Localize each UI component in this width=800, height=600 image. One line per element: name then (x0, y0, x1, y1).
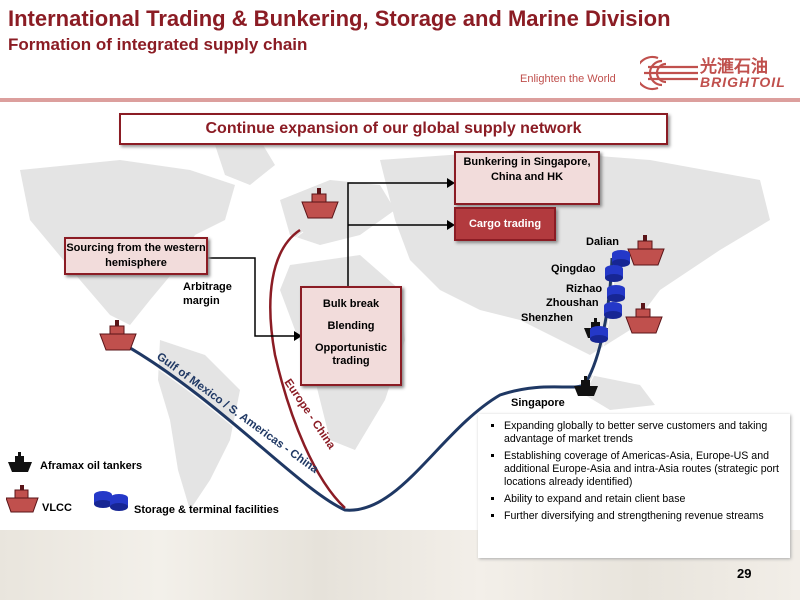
storage-icon-rizhao (607, 285, 625, 302)
sourcing-label: Sourcing from the western hemisphere (66, 242, 206, 269)
port-label-zhoushan: Zhoushan (546, 297, 599, 309)
brightoil-logo: 光滙石油 BRIGHTOIL (635, 52, 790, 92)
cargo-trading-label: Cargo trading (468, 218, 542, 230)
vlcc-ship-icon-europe (301, 188, 339, 219)
bullet-item: Expanding globally to better serve custo… (504, 420, 790, 446)
bullet-item: Ability to expand and retain client base (504, 493, 790, 506)
storage-icon-qingdao (605, 265, 623, 282)
port-label-dalian: Dalian (586, 236, 620, 248)
port-label-rizhao: Rizhao (566, 283, 603, 295)
vlcc-ship-icon-dalian (627, 235, 665, 266)
header-divider (0, 98, 800, 102)
aframax-legend-label: Aframax oil tankers (40, 460, 143, 472)
tagline: Enlighten the World (520, 73, 616, 85)
bunkering-label: Bunkering in Singapore, China and HK (463, 156, 591, 183)
storage-icon-dalian (612, 250, 630, 267)
bunkering-box: Bunkering in Singapore, China and HK (454, 151, 600, 205)
legend: Aframax oil tankers VLCC Storage & termi… (6, 450, 306, 525)
bullet-panel: Expanding globally to better serve custo… (478, 414, 790, 558)
port-label-qingdao: Qingdao (551, 263, 596, 275)
section-banner: Continue expansion of our global supply … (119, 113, 668, 145)
logo-text-cn: 光滙石油 (700, 57, 768, 76)
page-title: International Trading & Bunkering, Stora… (8, 6, 671, 31)
logo-text-en: BRIGHTOIL (700, 74, 786, 90)
aframax-ship-icon-singapore (574, 376, 598, 396)
storage-icon-shenzhen (590, 326, 608, 343)
port-label-shenzhen: Shenzhen (521, 312, 573, 324)
bulk-break-box: Bulk break Blending Opportunistic tradin… (300, 286, 402, 386)
storage-icon-zhoushan (604, 302, 622, 319)
aframax-legend-icon (8, 452, 32, 472)
arbitrage-label: Arbitrage margin (183, 281, 232, 307)
page-subtitle: Formation of integrated supply chain (8, 35, 308, 54)
vlcc-legend-icon (6, 485, 39, 513)
route-europe-china (269, 228, 346, 509)
bullet-item: Further diversifying and strengthening r… (504, 510, 790, 523)
sourcing-box: Sourcing from the western hemisphere (64, 237, 208, 275)
storage-legend-label: Storage & terminal facilities (134, 504, 279, 516)
vlcc-legend-label: VLCC (42, 502, 72, 514)
storage-legend-icon (94, 491, 128, 511)
bulk-break-label: Bulk break (322, 298, 380, 310)
cargo-trading-box: Cargo trading (454, 207, 556, 241)
blending-label: Blending (327, 320, 375, 332)
logo-mark-icon (635, 55, 698, 91)
port-label-singapore: Singapore (511, 397, 565, 409)
opportunistic-label: Opportunistic trading (314, 342, 388, 367)
vlcc-ship-icon-americas (99, 320, 137, 351)
route-americas-china (124, 257, 614, 512)
vlcc-ship-icon-zhoushan (625, 303, 663, 334)
page-number: 29 (737, 566, 752, 581)
bullet-item: Establishing coverage of Americas-Asia, … (504, 450, 790, 489)
